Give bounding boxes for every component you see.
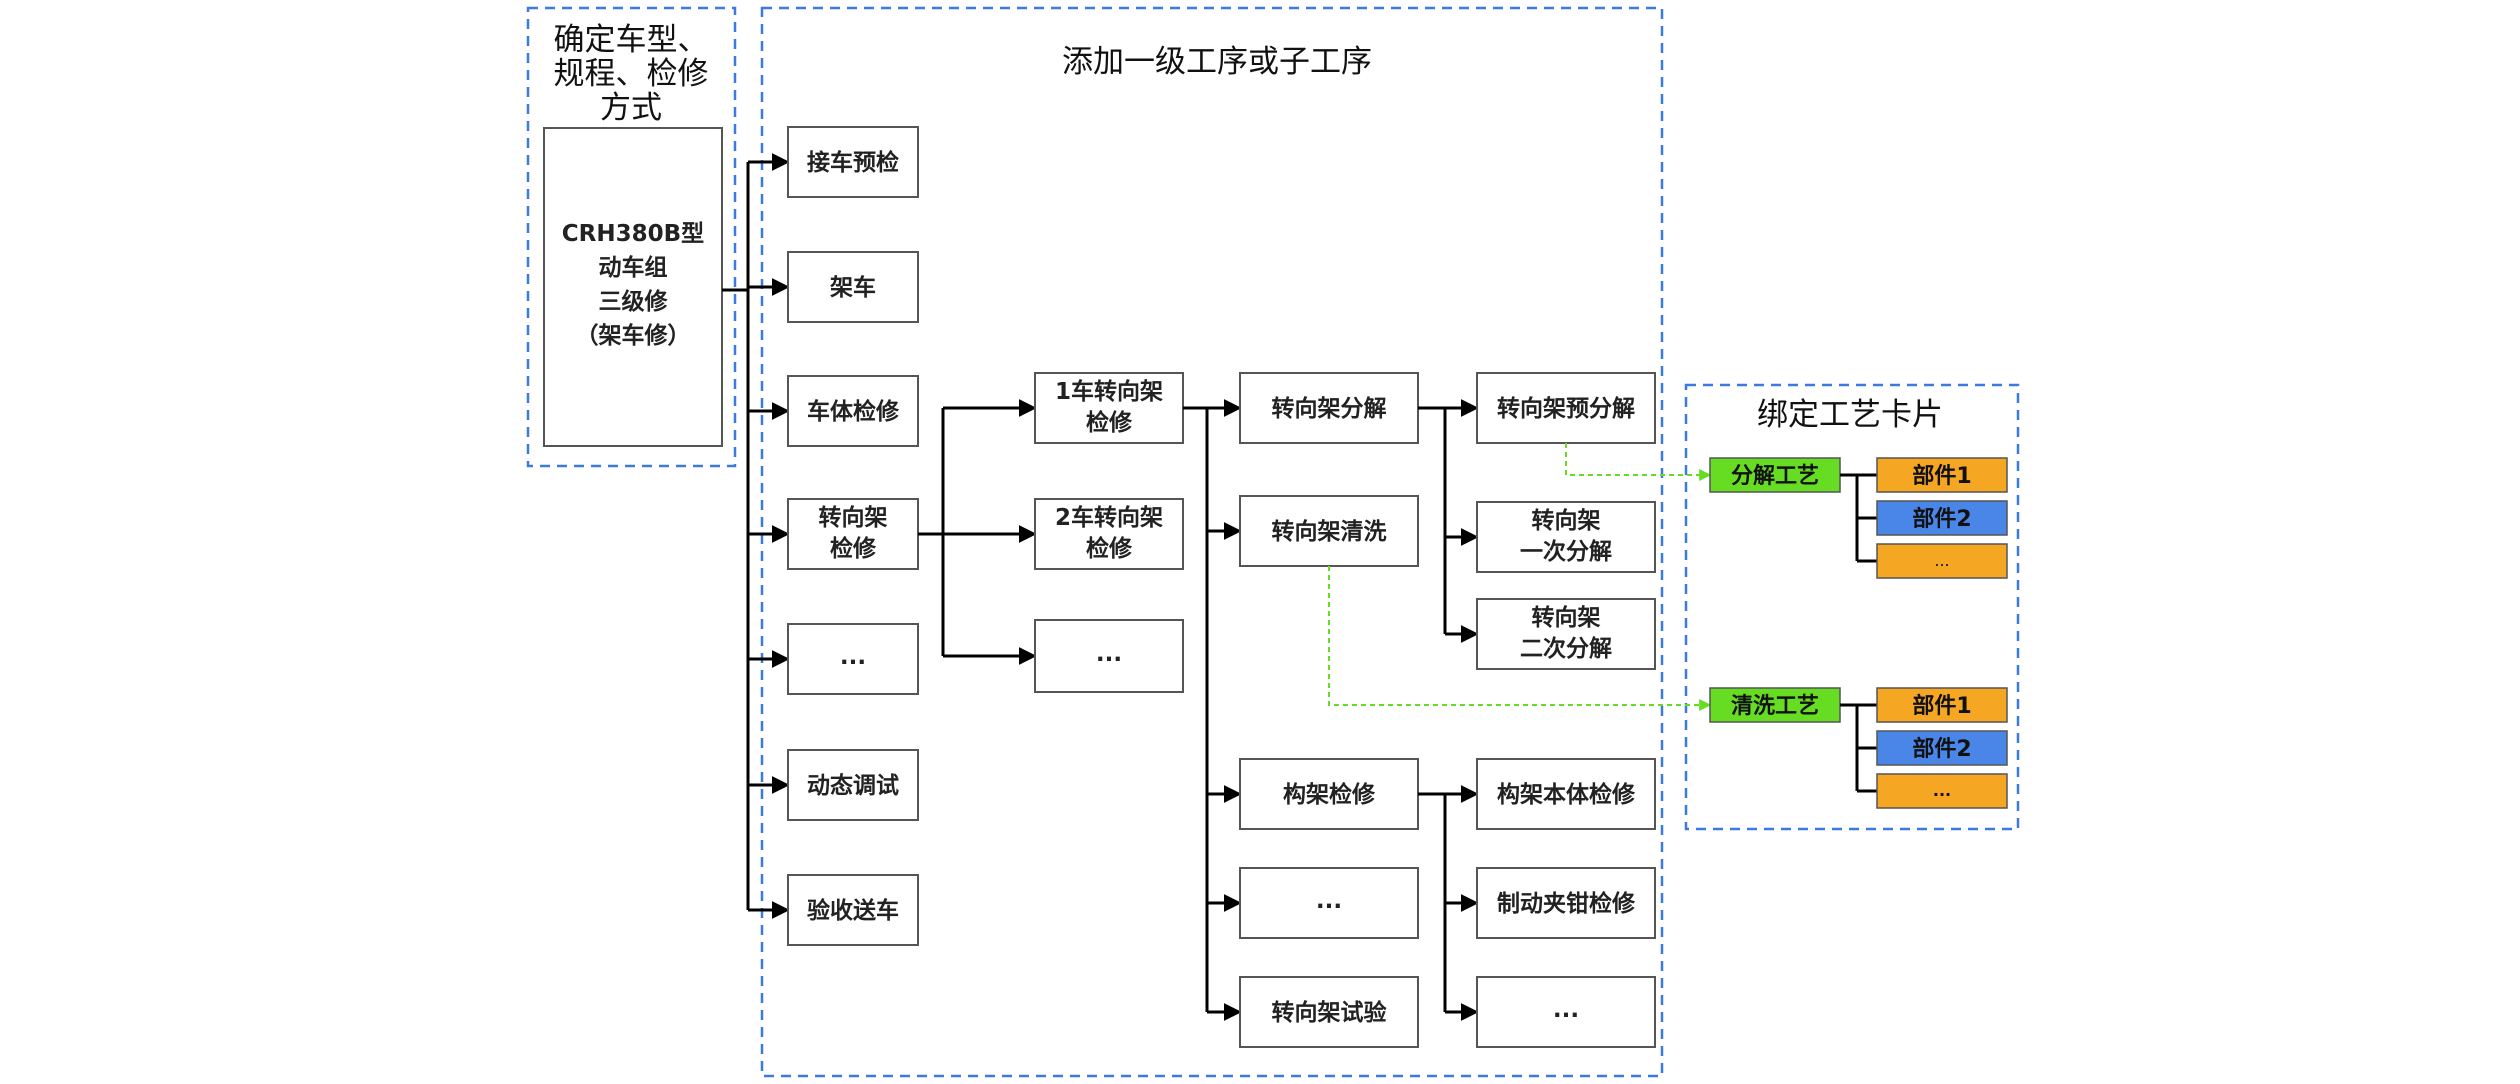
level1-step: 接车预检 bbox=[787, 126, 919, 198]
svg-text:构架检修: 构架检修 bbox=[1283, 781, 1376, 808]
part-card: 部件2 bbox=[1876, 730, 2008, 766]
level3-step: 转向架清洗 bbox=[1239, 495, 1419, 567]
svg-text:转向架二次分解: 转向架二次分解 bbox=[1520, 604, 1612, 662]
vehicle-type-line3: 三级修 bbox=[599, 288, 669, 315]
left-title-line3: 方式 bbox=[600, 90, 662, 126]
level3-step: ... bbox=[1239, 867, 1419, 939]
svg-text:构架本体检修: 构架本体检修 bbox=[1497, 781, 1636, 808]
level1-step: 验收送车 bbox=[787, 874, 919, 946]
part-card: ... bbox=[1876, 543, 2008, 579]
svg-text:...: ... bbox=[1553, 997, 1579, 1023]
right-panel bbox=[1684, 383, 2020, 831]
svg-text:清洗工艺: 清洗工艺 bbox=[1731, 693, 1819, 719]
level3-step: 转向架试验 bbox=[1239, 976, 1419, 1048]
svg-text:制动夹钳检修: 制动夹钳检修 bbox=[1497, 890, 1636, 917]
level1-step: ... bbox=[787, 623, 919, 695]
process-card-decompose: 分解工艺 bbox=[1709, 457, 1841, 493]
svg-text:分解工艺: 分解工艺 bbox=[1731, 463, 1819, 489]
svg-text:架车: 架车 bbox=[830, 274, 876, 301]
svg-text:部件1: 部件1 bbox=[1912, 693, 1971, 719]
vehicle-type-line1: CRH380B型 bbox=[562, 221, 704, 247]
middle-panel bbox=[760, 6, 1664, 1078]
level1-step: 动态调试 bbox=[787, 749, 919, 821]
svg-text:2车转向架检修: 2车转向架检修 bbox=[1055, 504, 1163, 562]
left-panel bbox=[526, 6, 737, 468]
level2-step: 2车转向架检修 bbox=[1034, 498, 1184, 570]
svg-text:转向架分解: 转向架分解 bbox=[1272, 395, 1387, 422]
level1-step: 架车 bbox=[787, 251, 919, 323]
svg-text:...: ... bbox=[840, 644, 866, 670]
level4-step: 转向架预分解 bbox=[1476, 372, 1656, 444]
part-card: ... bbox=[1876, 773, 2008, 809]
level3-step: 构架检修 bbox=[1239, 758, 1419, 830]
left-title-line2: 规程、检修 bbox=[554, 56, 709, 92]
vehicle-type-line2: 动车组 bbox=[599, 254, 668, 281]
svg-text:部件2: 部件2 bbox=[1912, 506, 1971, 532]
level4-step: ... bbox=[1476, 976, 1656, 1048]
part-card: 部件2 bbox=[1876, 500, 2008, 536]
part-card: 部件1 bbox=[1876, 457, 2008, 493]
vehicle-type-line4: （架车修） bbox=[576, 322, 691, 349]
svg-text:动态调试: 动态调试 bbox=[807, 772, 899, 799]
level1-step: 车体检修 bbox=[787, 375, 919, 447]
level3-step: 转向架分解 bbox=[1239, 372, 1419, 444]
level4-step: 构架本体检修 bbox=[1476, 758, 1656, 830]
part-card: 部件1 bbox=[1876, 687, 2008, 723]
level2-step: 1车转向架检修 bbox=[1034, 372, 1184, 444]
level4-step: 制动夹钳检修 bbox=[1476, 867, 1656, 939]
level1-step: 转向架检修 bbox=[787, 498, 919, 570]
level4-step: 转向架一次分解 bbox=[1476, 501, 1656, 573]
level4-step: 转向架二次分解 bbox=[1476, 598, 1656, 670]
svg-text:转向架预分解: 转向架预分解 bbox=[1497, 395, 1635, 422]
left-title-line1: 确定车型、 bbox=[554, 22, 709, 58]
vehicle-type-box bbox=[543, 127, 723, 447]
svg-text:车体检修: 车体检修 bbox=[807, 398, 900, 425]
svg-text:部件2: 部件2 bbox=[1912, 736, 1971, 762]
svg-text:转向架清洗: 转向架清洗 bbox=[1272, 518, 1387, 545]
svg-text:验收送车: 验收送车 bbox=[807, 897, 899, 924]
svg-text:转向架一次分解: 转向架一次分解 bbox=[1520, 507, 1612, 565]
process-card-clean: 清洗工艺 bbox=[1709, 687, 1841, 723]
level2-step: ... bbox=[1034, 619, 1184, 693]
middle-title: 添加一级工序或子工序 bbox=[1062, 44, 1372, 80]
svg-text:...: ... bbox=[1096, 641, 1122, 667]
svg-text:部件1: 部件1 bbox=[1912, 463, 1971, 489]
svg-text:1车转向架检修: 1车转向架检修 bbox=[1055, 378, 1163, 436]
svg-text:...: ... bbox=[1933, 781, 1951, 800]
svg-text:...: ... bbox=[1934, 551, 1949, 570]
svg-text:...: ... bbox=[1316, 888, 1342, 914]
svg-text:转向架试验: 转向架试验 bbox=[1272, 999, 1387, 1026]
right-title: 绑定工艺卡片 bbox=[1757, 397, 1943, 433]
svg-text:接车预检: 接车预检 bbox=[807, 149, 899, 176]
svg-text:转向架检修: 转向架检修 bbox=[819, 504, 888, 562]
